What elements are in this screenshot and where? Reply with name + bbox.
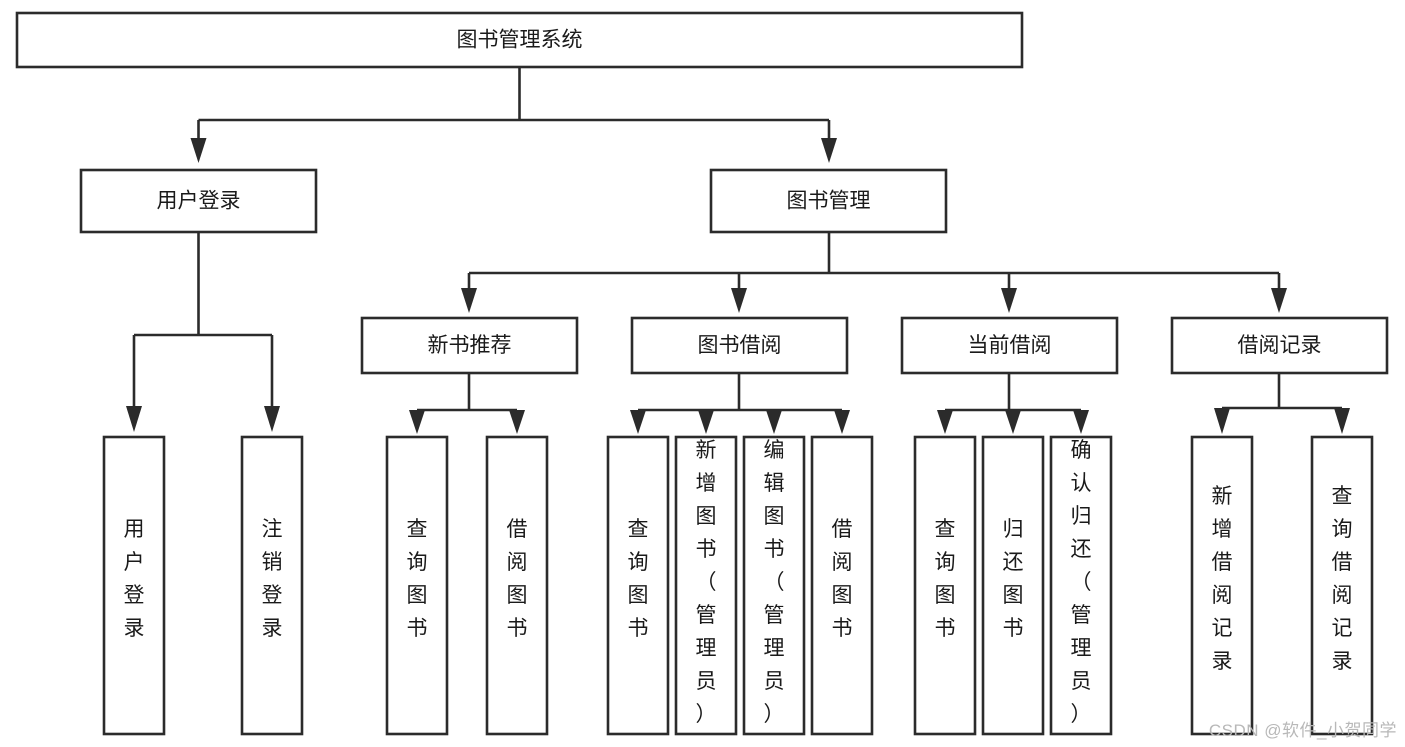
- arrow-head-user-login: [190, 138, 207, 163]
- node-box-level1-0[interactable]: [79, 168, 318, 234]
- node-label-leaf-8: 查询图书: [935, 518, 956, 640]
- node-leaf-7[interactable]: 借阅图书: [810, 435, 874, 736]
- node-box-leaf-2[interactable]: [385, 435, 449, 736]
- arrow-head-leaf-borrow-book-2: [834, 410, 850, 434]
- node-label-leaf-1: 注销登录: [262, 518, 283, 640]
- node-box-level2-1[interactable]: [630, 316, 849, 375]
- arrow-head-leaf-query-book-1: [409, 410, 425, 434]
- node-leaf-5[interactable]: 新增图书（管理员）: [674, 435, 738, 736]
- node-leaf-1[interactable]: 注销登录: [240, 435, 304, 736]
- node-leaf-3[interactable]: 借阅图书: [485, 435, 549, 736]
- node-level2-3[interactable]: 借阅记录: [1170, 316, 1389, 375]
- node-label-root-0: 图书管理系统: [457, 29, 583, 52]
- node-box-leaf-1[interactable]: [240, 435, 304, 736]
- node-label-leaf-9: 归还图书: [1003, 518, 1024, 640]
- node-leaf-9[interactable]: 归还图书: [981, 435, 1045, 736]
- node-box-level2-3[interactable]: [1170, 316, 1389, 375]
- arrow-head-leaf-borrow-book-1: [509, 410, 525, 434]
- node-box-leaf-11[interactable]: [1190, 435, 1254, 736]
- node-label-leaf-7: 借阅图书: [832, 518, 853, 640]
- node-label-level2-0: 新书推荐: [428, 334, 512, 357]
- node-box-level2-0[interactable]: [360, 316, 579, 375]
- node-level2-0[interactable]: 新书推荐: [360, 316, 579, 375]
- node-level1-0[interactable]: 用户登录: [79, 168, 318, 234]
- arrow-head-record: [1271, 288, 1287, 313]
- node-leaf-0[interactable]: 用户登录: [102, 435, 166, 736]
- arrow-head-leaf-query-book-3: [937, 410, 953, 434]
- arrow-head-current: [1001, 288, 1017, 313]
- node-label-level2-2: 当前借阅: [968, 334, 1052, 357]
- node-label-leaf-5: 新增图书（管理员）: [696, 439, 717, 726]
- node-leaf-4[interactable]: 查询图书: [606, 435, 670, 736]
- arrow-head-leaf-edit-book: [766, 410, 782, 434]
- node-box-level2-2[interactable]: [900, 316, 1119, 375]
- node-label-leaf-0: 用户登录: [124, 518, 145, 640]
- arrow-head-leaf-user-login: [126, 406, 142, 432]
- arrow-head-leaf-add-record: [1214, 408, 1230, 434]
- node-box-leaf-8[interactable]: [913, 435, 977, 736]
- node-box-leaf-3[interactable]: [485, 435, 549, 736]
- node-box-leaf-4[interactable]: [606, 435, 670, 736]
- node-box-leaf-5[interactable]: [674, 435, 738, 736]
- node-box-leaf-12[interactable]: [1310, 435, 1374, 736]
- node-label-leaf-4: 查询图书: [628, 518, 649, 640]
- arrow-head-leaf-return-book: [1005, 410, 1021, 434]
- node-label-level2-1: 图书借阅: [698, 334, 782, 357]
- csdn-watermark: CSDN @软件_小贺同学: [1208, 721, 1397, 740]
- node-label-leaf-11: 新增借阅记录: [1212, 485, 1233, 673]
- node-leaf-2[interactable]: 查询图书: [385, 435, 449, 736]
- arrow-head-borrow: [731, 288, 747, 313]
- node-box-leaf-6[interactable]: [742, 435, 806, 736]
- node-layer: 图书管理系统用户登录图书管理新书推荐图书借阅当前借阅借阅记录用户登录注销登录查询…: [15, 11, 1389, 736]
- arrow-head-leaf-query-book-2: [630, 410, 646, 434]
- connector-layer: [126, 67, 1350, 434]
- arrow-head-leaf-query-record: [1334, 408, 1350, 434]
- node-leaf-10[interactable]: 确认归还（管理员）: [1049, 435, 1113, 736]
- node-label-leaf-6: 编辑图书（管理员）: [764, 439, 785, 726]
- arrow-head-leaf-add-book: [698, 410, 714, 434]
- node-leaf-8[interactable]: 查询图书: [913, 435, 977, 736]
- node-leaf-6[interactable]: 编辑图书（管理员）: [742, 435, 806, 736]
- arrow-head-leaf-confirm-return: [1073, 410, 1089, 434]
- node-label-level2-3: 借阅记录: [1238, 334, 1322, 357]
- node-box-leaf-9[interactable]: [981, 435, 1045, 736]
- node-level2-1[interactable]: 图书借阅: [630, 316, 849, 375]
- arrow-head-new-book: [461, 288, 477, 313]
- node-label-leaf-3: 借阅图书: [507, 518, 528, 640]
- node-box-level1-1[interactable]: [709, 168, 948, 234]
- node-level2-2[interactable]: 当前借阅: [900, 316, 1119, 375]
- node-leaf-12[interactable]: 查询借阅记录: [1310, 435, 1374, 736]
- node-label-leaf-10: 确认归还（管理员）: [1071, 439, 1092, 726]
- node-label-level1-0: 用户登录: [157, 190, 241, 213]
- node-label-level1-1: 图书管理: [787, 190, 871, 213]
- arrow-head-book-mgmt: [821, 138, 837, 163]
- node-box-root-0[interactable]: [15, 11, 1024, 69]
- node-label-leaf-12: 查询借阅记录: [1332, 485, 1353, 673]
- node-root-0[interactable]: 图书管理系统: [15, 11, 1024, 69]
- node-label-leaf-2: 查询图书: [407, 518, 428, 640]
- node-box-leaf-7[interactable]: [810, 435, 874, 736]
- node-leaf-11[interactable]: 新增借阅记录: [1190, 435, 1254, 736]
- arrow-head-leaf-logout: [264, 406, 280, 432]
- node-level1-1[interactable]: 图书管理: [709, 168, 948, 234]
- node-box-leaf-0[interactable]: [102, 435, 166, 736]
- node-box-leaf-10[interactable]: [1049, 435, 1113, 736]
